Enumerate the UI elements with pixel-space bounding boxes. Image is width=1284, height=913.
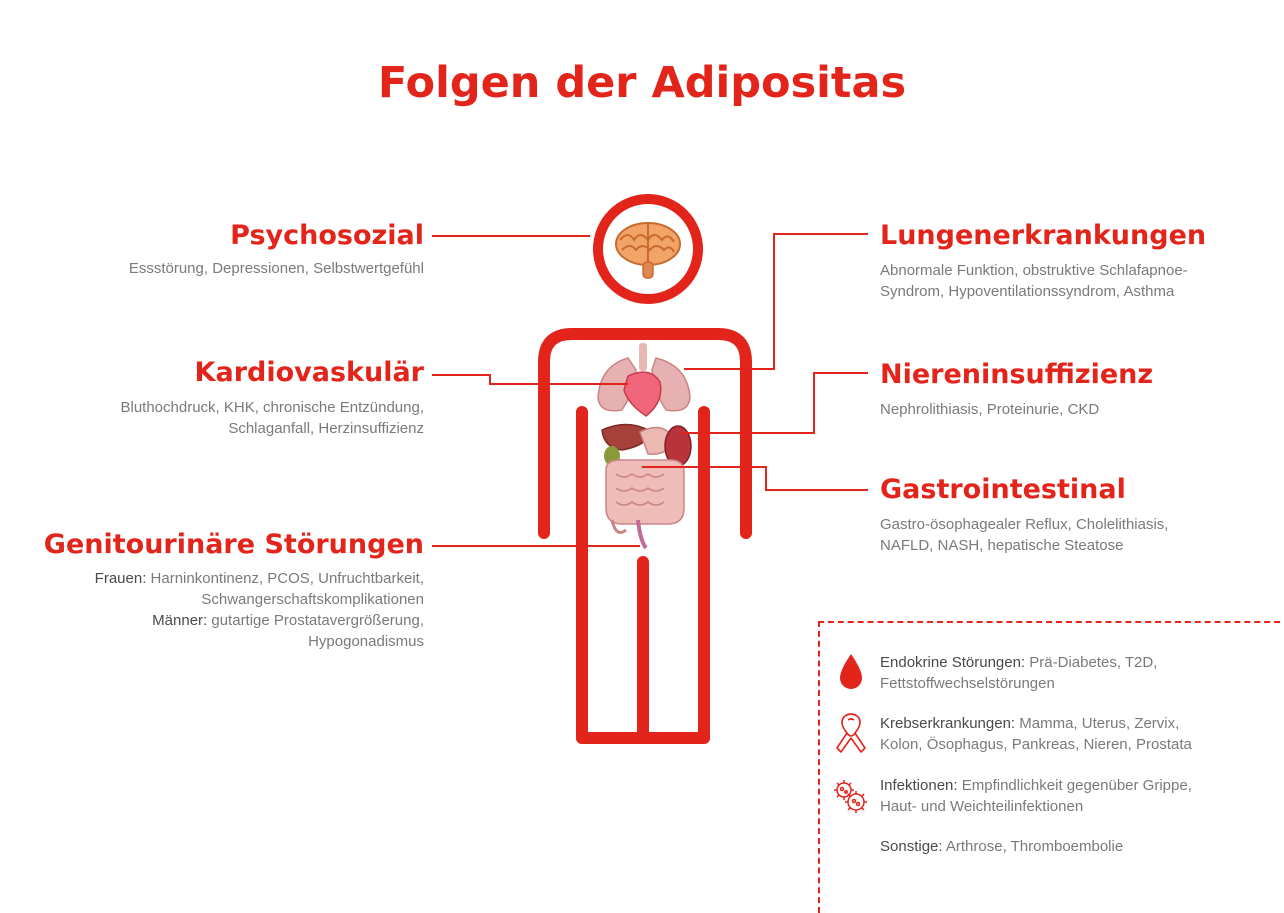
infekt-text1: Empfindlichkeit gegenüber Grippe, [957,777,1192,794]
text-gastrointestinal: Gastro-ösophagealer Reflux, Cholelithias… [880,514,1168,556]
endokrin-label: Endokrine Störungen: [880,654,1026,671]
text-gastro-line1: Gastro-ösophagealer Reflux, Cholelithias… [880,516,1169,533]
sonstige-label: Sonstige: [880,838,943,855]
krebs-line1: Krebserkrankungen: Mamma, Uterus, Zervix… [880,713,1192,734]
item-sonstige: Sonstige: Arthrose, Thromboembolie [880,836,1123,857]
item-krebs: Krebserkrankungen: Mamma, Uterus, Zervix… [880,713,1192,755]
text-psychosozial: Essstörung, Depressionen, Selbstwertgefü… [128,260,424,277]
other-conditions-box [818,621,1284,913]
maenner-line1: Männer: gutartige Prostatavergrößerung, [95,610,424,631]
page-title: Folgen der Adipositas [377,58,907,108]
infekt-line2: Haut- und Weichteilinfektionen [880,798,1084,815]
maenner-line2: Hypogonadismus [308,633,424,650]
item-infektionen: Infektionen: Empfindlichkeit gegenüber G… [880,775,1192,817]
krebs-line2: Kolon, Ösophagus, Pankreas, Nieren, Pros… [880,736,1192,753]
head-circle [593,194,703,304]
text-kardiovaskulaer-line1: Bluthochdruck, KHK, chronische Entzündun… [120,399,424,416]
blood-drop-icon [840,654,862,689]
maenner-text1: gutartige Prostatavergrößerung, [207,612,424,629]
heading-lungenerkrankungen: Lungenerkrankungen [880,220,1207,251]
cancer-ribbon-icon [836,713,866,753]
frauen-label: Frauen: [94,570,147,587]
frauen-line1: Frauen: Harninkontinenz, PCOS, Unfruchtb… [95,568,424,589]
endokrin-line2: Fettstoffwechselstörungen [880,675,1055,692]
virus-icon [834,780,867,813]
item-endokrin: Endokrine Störungen: Prä-Diabetes, T2D, … [880,652,1157,694]
sonstige-text1: Arthrose, Thromboembolie [942,838,1124,855]
frauen-line2: Schwangerschaftskomplikationen [201,591,424,608]
frauen-text1: Harninkontinenz, PCOS, Unfruchtbarkeit, [146,570,424,587]
text-gastro-line2: NAFLD, NASH, hepatische Steatose [880,537,1124,554]
organs-icon [597,343,692,550]
krebs-text1: Mamma, Uterus, Zervix, [1015,715,1180,732]
endokrin-line1: Endokrine Störungen: Prä-Diabetes, T2D, [880,652,1157,673]
infekt-label: Infektionen: [880,777,958,794]
text-lungenerkrankungen: Abnormale Funktion, obstruktive Schlafap… [880,260,1188,302]
heading-psychosozial: Psychosozial [230,220,424,251]
heading-kardiovaskulaer: Kardiovaskulär [194,357,424,388]
text-lunge-line1: Abnormale Funktion, obstruktive Schlafap… [880,262,1188,279]
text-kardiovaskulaer: Bluthochdruck, KHK, chronische Entzündun… [120,397,424,439]
connector-lines [432,233,868,547]
text-kardiovaskulaer-line2: Schlaganfall, Herzinsuffizienz [228,420,424,437]
text-lunge-line2: Syndrom, Hypoventilationssyndrom, Asthma [880,283,1175,300]
maenner-label: Männer: [152,612,208,629]
endokrin-text1: Prä-Diabetes, T2D, [1025,654,1158,671]
sonstige-line1: Sonstige: Arthrose, Thromboembolie [880,836,1123,857]
heading-niereninsuffizienz: Niereninsuffizienz [880,359,1154,390]
krebs-label: Krebserkrankungen: [880,715,1016,732]
brain-icon [615,222,681,279]
heading-genitourinaer: Genitourinäre Störungen [43,529,424,560]
infekt-line1: Infektionen: Empfindlichkeit gegenüber G… [880,775,1192,796]
text-niereninsuffizienz: Nephrolithiasis, Proteinurie, CKD [880,401,1100,418]
heading-gastrointestinal: Gastrointestinal [880,474,1126,505]
text-genitourinaer: Frauen: Harninkontinenz, PCOS, Unfruchtb… [95,568,424,652]
